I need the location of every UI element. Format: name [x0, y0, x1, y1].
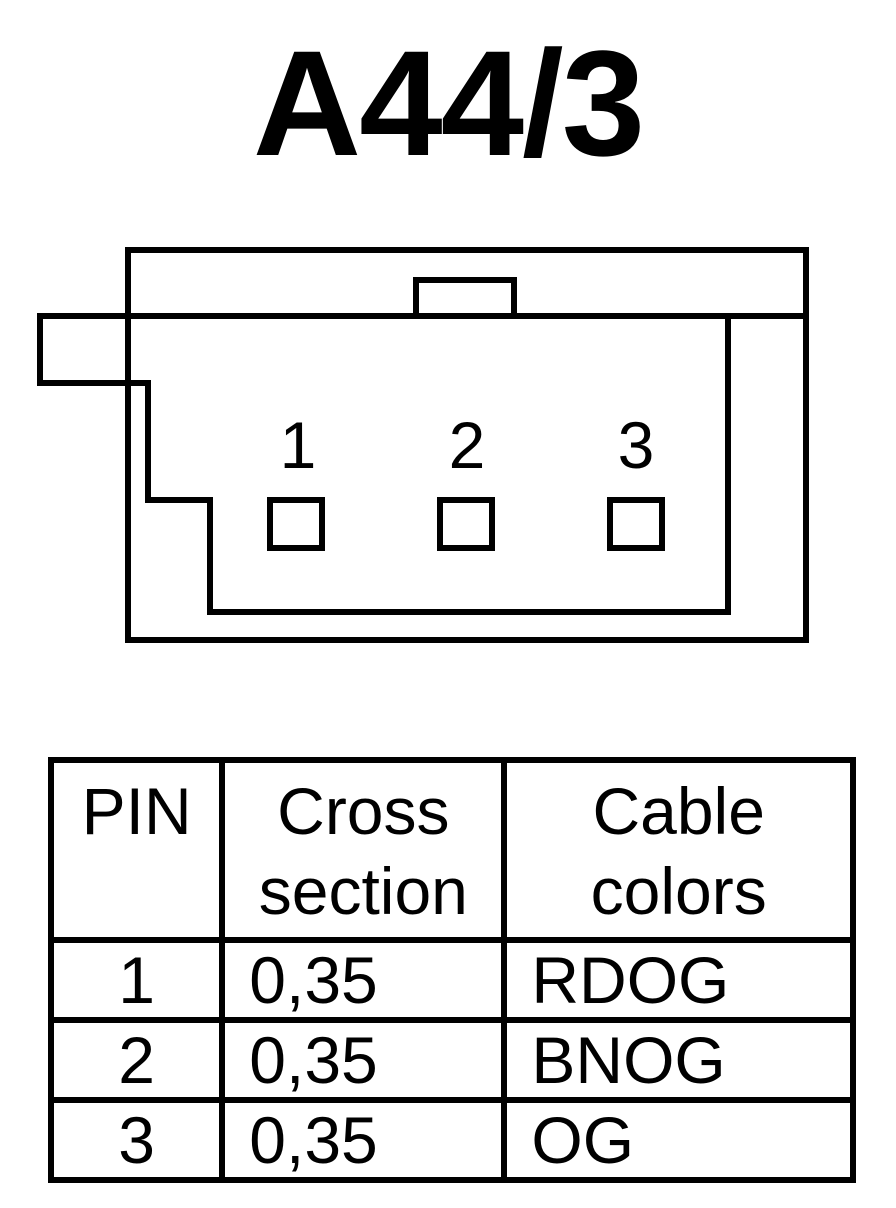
- header-cross-line2: section: [258, 854, 468, 928]
- connector-diagram: 1 2 3: [37, 247, 809, 643]
- pin-1-label: 1: [280, 408, 317, 482]
- connector-latch-tab: [37, 313, 128, 386]
- table-header-row: PIN Cross section Cable colors: [47, 757, 856, 943]
- row-pin: 2: [47, 1017, 226, 1103]
- row-cross-section: 0,35: [219, 937, 508, 1023]
- header-pin-text: PIN: [81, 774, 192, 848]
- row-cross-section: 0,35: [219, 1097, 508, 1183]
- connector-title: A44/3: [252, 19, 645, 187]
- table-row: 2 0,35 BNOG: [47, 1017, 856, 1103]
- row-pin: 1: [47, 937, 226, 1023]
- row-cable-color: OG: [501, 1097, 856, 1183]
- connector-cavity-outline: [128, 316, 731, 615]
- header-pin: PIN: [47, 757, 226, 943]
- row-cross-section: 0,35: [219, 1017, 508, 1103]
- header-cross-line1: Cross: [277, 774, 450, 848]
- header-cross-section: Cross section: [219, 757, 508, 943]
- pin-3-terminal: [607, 497, 665, 551]
- pin-table: PIN Cross section Cable colors 1 0,35 RD…: [47, 757, 856, 1183]
- header-cable-colors: Cable colors: [501, 757, 856, 943]
- row-cable-color: RDOG: [501, 937, 856, 1023]
- pin-2-label: 2: [449, 408, 486, 482]
- row-pin: 3: [47, 1097, 226, 1183]
- pin-2-terminal: [437, 497, 495, 551]
- pin-1-terminal: [267, 497, 325, 551]
- pin-3-label: 3: [618, 408, 655, 482]
- connector-housing-outline: [125, 247, 809, 643]
- header-color-line1: Cable: [592, 774, 765, 848]
- row-cable-color: BNOG: [501, 1017, 856, 1103]
- connector-key: [413, 277, 517, 316]
- table-row: 1 0,35 RDOG: [47, 937, 856, 1023]
- table-row: 3 0,35 OG: [47, 1097, 856, 1183]
- header-color-line2: colors: [590, 854, 767, 928]
